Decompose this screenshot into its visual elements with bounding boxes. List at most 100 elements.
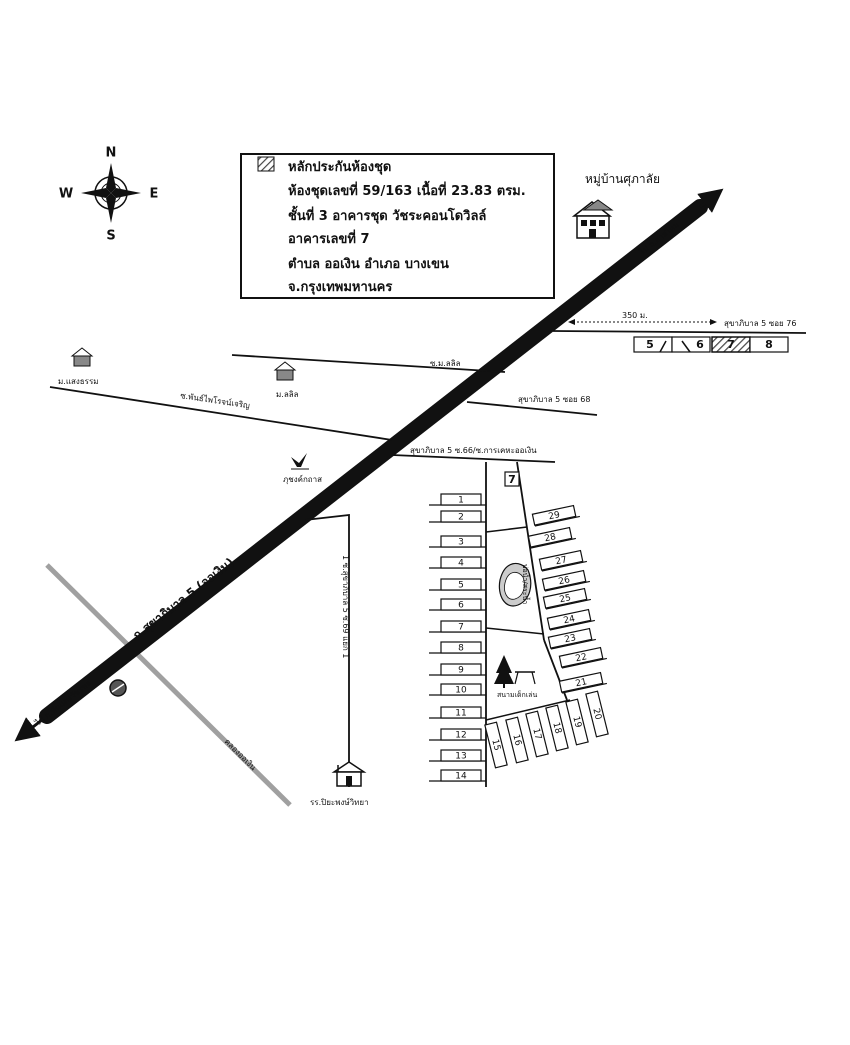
building-label-14: 14 [455, 772, 467, 782]
village-supalai-label: หมู่บ้านศุภาลัย [585, 172, 660, 187]
building-10: 10 [429, 683, 486, 696]
m-lalin-label: ม.ลลิล [276, 390, 299, 399]
house-icon [571, 199, 614, 239]
soi-m-lalin-label: ซ.ม.ลลิล [430, 359, 461, 368]
pond-label: บ่อน้ำ/สระน้ำ [521, 564, 532, 604]
building-8: 8 [429, 641, 486, 654]
top-strip: 5 6 7 8 [633, 336, 789, 353]
soi-right-label: 1 ซ.สุขาภิบาล 5 ซ.69 แยก 1 [341, 555, 350, 658]
compass-n-label: N [106, 146, 117, 161]
building-20: 20 [585, 690, 609, 738]
building-label-4: 4 [458, 559, 464, 569]
strip-label-7: 7 [727, 338, 735, 351]
park-label: สนามเด็กเล่น [497, 690, 537, 699]
soi-m-lalin-road [231, 354, 506, 373]
bottom-building-row: 15 16 17 18 19 20 [484, 690, 609, 769]
building-21: 21 [558, 671, 608, 694]
arrow-to-wat [14, 714, 48, 742]
building-18: 18 [545, 704, 569, 752]
soi76-label: สุขาภิบาล 5 ซอย 76 [724, 319, 796, 328]
building-label-28: 28 [544, 532, 558, 544]
main-road [39, 199, 708, 724]
building-label-6: 6 [458, 601, 464, 611]
legend-line-6: จ.กรุงเทพมหานคร [288, 280, 392, 295]
soi76-road [552, 330, 807, 334]
soi66-label: สุขาภิบาล 5 ซ.66/ซ.การเคหะออเงิน [410, 446, 537, 455]
strip-label-8: 8 [765, 338, 773, 351]
strip-label-6: 6 [696, 338, 704, 351]
building-label-5: 5 [458, 581, 464, 591]
strip-label-5: 5 [646, 338, 654, 351]
soi68-road [466, 401, 598, 416]
building-label-7: 7 [458, 623, 464, 633]
building-label-19: 19 [570, 715, 583, 729]
legend-line-1: หลักประกันห้องชุด [288, 159, 391, 175]
soi-phanthai-label: ซ.พันธ์ไพโรจน์เจริญ [180, 390, 251, 410]
building-label-8: 8 [458, 644, 464, 654]
distance-label: 350 ม. [622, 311, 648, 320]
circle-marker-icon [109, 679, 127, 697]
building-25: 25 [542, 587, 592, 610]
bird-icon [291, 453, 309, 470]
building-label-9: 9 [458, 666, 464, 676]
building-label-23: 23 [564, 633, 577, 645]
building-23: 23 [547, 627, 597, 650]
building-label-18: 18 [550, 721, 563, 735]
compass-s-label: S [106, 229, 115, 244]
building-label-10: 10 [455, 686, 467, 696]
house-icon-m-lalin [273, 361, 297, 381]
building-label-20: 20 [590, 707, 603, 721]
legend-box: หลักประกันห้องชุด ห้องชุดเลขที่ 59/163 เ… [240, 153, 555, 299]
building-4: 4 [429, 556, 486, 569]
building-24: 24 [546, 608, 596, 631]
canal-label: คลองออเงิน [223, 737, 259, 773]
building-19: 19 [565, 698, 589, 746]
condo-complex: 7 บ่อน้ำ/สระน้ำ สนามเด็กเล่น 12345678910… [429, 461, 609, 787]
hatch-swatch [257, 156, 275, 172]
building-17: 17 [525, 710, 549, 758]
legend-line-3: ชั้นที่ 3 อาคารชุด วัชระคอนโดวิลล์ [288, 205, 486, 224]
building-label-21: 21 [575, 677, 588, 689]
building-label-12: 12 [455, 731, 466, 741]
canal-line [45, 563, 292, 807]
compass-w-label: W [59, 187, 73, 202]
building-15: 15 [484, 721, 508, 769]
to-wat-label: ไป ก.ทันแดงวัชรพล [33, 678, 93, 728]
soi-to-school-road [304, 513, 350, 787]
building-label-17: 17 [530, 727, 542, 741]
building-26: 26 [541, 569, 591, 592]
building-27: 27 [538, 549, 588, 572]
building-28: 28 [527, 526, 577, 549]
building-6: 6 [429, 598, 486, 611]
building-2: 2 [429, 510, 486, 523]
building-label-29: 29 [548, 510, 562, 522]
building-22: 22 [558, 646, 608, 669]
building-3: 3 [429, 535, 486, 548]
building-label-2: 2 [458, 513, 464, 523]
building-label-15: 15 [489, 738, 501, 752]
building-label-16: 16 [510, 733, 523, 747]
seven-eleven-label: 7 [508, 473, 516, 486]
building-11: 11 [429, 706, 486, 719]
legend-line-5: ตำบล ออเงิน อำเภอ บางเขน [288, 256, 449, 272]
soi66-road [391, 454, 556, 463]
building-7: 7 [429, 620, 486, 633]
phuchong-label: ภุชงค์กถาส [283, 474, 322, 484]
building-5: 5 [429, 578, 486, 591]
m-saengtham-label: ม.แสงธรรม [58, 377, 99, 386]
soi68-label: สุขาภิบาล 5 ซอย 68 [518, 395, 590, 404]
compass-rose: N S W E [59, 146, 159, 244]
building-label-25: 25 [559, 593, 572, 605]
arrow-to-saimai [697, 188, 724, 213]
to-saimai-label: ไป ถ.สายไหม [637, 220, 681, 257]
building-1: 1 [429, 493, 486, 506]
legend-line-4: อาคารเลขที่ 7 [288, 229, 370, 247]
building-9: 9 [429, 663, 486, 676]
building-29: 29 [531, 504, 581, 527]
building-label-26: 26 [558, 575, 572, 587]
legend-line-2: ห้องชุดเลขที่ 59/163 เนื้อที่ 23.83 ตรม. [288, 180, 526, 199]
main-road-label: ถ.สุขาภิบาล 5 (ออเงิน) [130, 555, 237, 643]
